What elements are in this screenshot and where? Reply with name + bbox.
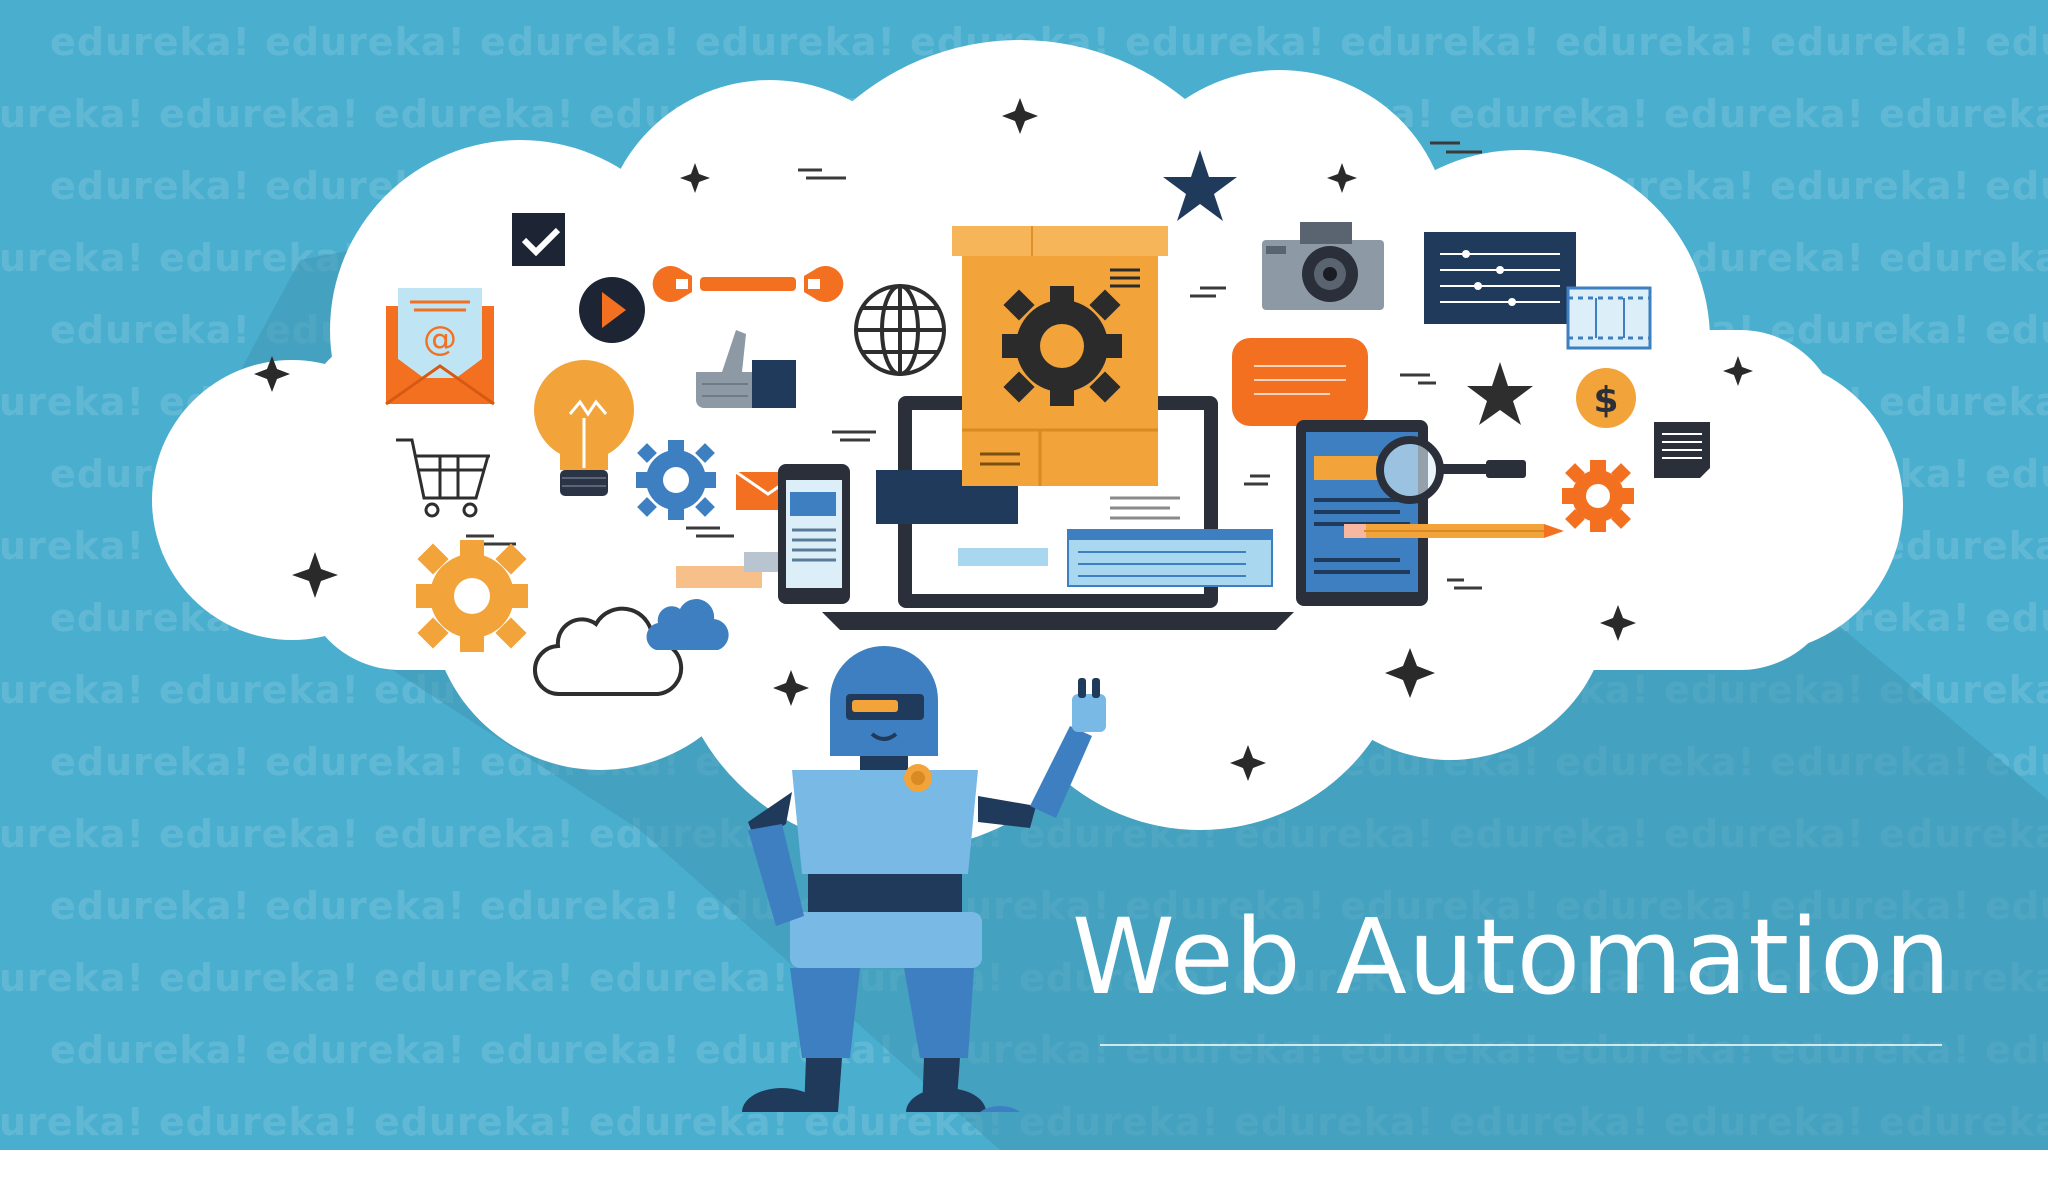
banner: edureka! edureka! edureka! edureka! edur… [0, 0, 2048, 1150]
document-icon [1654, 422, 1710, 478]
star-icon [1163, 150, 1237, 221]
illustration: @ [152, 40, 2048, 1150]
smartphone-icon [778, 464, 850, 604]
page-title: Web Automation [1072, 896, 1952, 1018]
shopping-cart-icon [396, 438, 490, 518]
lightbulb-icon [534, 360, 634, 496]
sparkle-icon [254, 98, 1753, 781]
box-gear-icon [952, 226, 1168, 486]
play-icon [579, 277, 645, 343]
browser-window-icon [1067, 529, 1273, 587]
bottom-strip [0, 1150, 2048, 1186]
star-icon [1467, 362, 1533, 425]
label-bar [676, 566, 762, 588]
dash-decoration [466, 141, 1482, 590]
svg-text:@: @ [423, 319, 457, 359]
globe-icon [854, 284, 946, 376]
robot-icon [742, 646, 1106, 1112]
camera-icon [1262, 222, 1384, 310]
envelope-icon: @ [385, 288, 495, 406]
pencil-icon [1344, 524, 1564, 538]
checkbox-icon [512, 213, 565, 266]
gear-icon [1562, 460, 1634, 532]
sliders-panel-icon [1424, 232, 1576, 324]
film-strip-icon [1566, 286, 1652, 350]
gear-icon [416, 540, 528, 652]
title-underline [1100, 1044, 1942, 1046]
thumbs-up-icon [696, 330, 796, 408]
cloud-icon [646, 599, 729, 650]
dollar-coin-icon: $ [1576, 368, 1636, 428]
gear-icon [636, 440, 716, 520]
magnifier-icon [1376, 436, 1526, 504]
wrench-icon [652, 266, 844, 302]
svg-text:$: $ [1593, 380, 1618, 421]
cloud-icon [533, 606, 684, 697]
